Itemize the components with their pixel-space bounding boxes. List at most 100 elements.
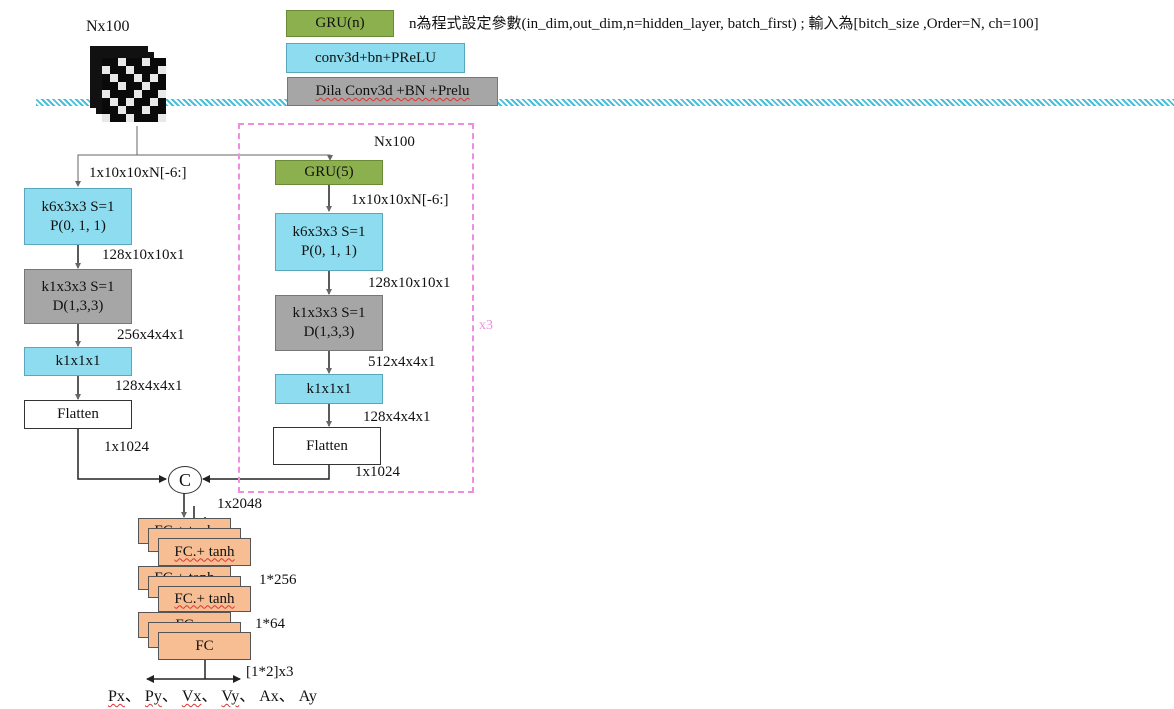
right-conv1-line1: k6x3x3 S=1 bbox=[292, 224, 366, 240]
input-pixel bbox=[126, 98, 134, 106]
fc3-front-label: FC bbox=[195, 637, 214, 654]
input-pixel bbox=[158, 74, 166, 82]
right-conv1-line2: P(0, 1, 1) bbox=[301, 243, 357, 259]
input-pixel bbox=[110, 114, 118, 122]
output-sep-4: 、 bbox=[239, 688, 256, 705]
input-pixel bbox=[102, 90, 110, 98]
input-pixel bbox=[134, 74, 142, 82]
output-vy: Vy bbox=[221, 688, 240, 705]
legend-conv-label: conv3d+bn+PReLU bbox=[314, 49, 437, 66]
input-pixel bbox=[102, 98, 110, 106]
fc3-front-layer: FC bbox=[158, 632, 251, 660]
input-pixel bbox=[142, 66, 150, 74]
input-pixel bbox=[118, 114, 126, 122]
output-sep-1: 、 bbox=[124, 688, 141, 705]
left-in-shape: 1x10x10xN[-6:] bbox=[89, 165, 187, 181]
input-pixel bbox=[150, 82, 158, 90]
input-pixel bbox=[134, 58, 142, 66]
input-pixel bbox=[134, 82, 142, 90]
left-flatten-label: Flatten bbox=[57, 406, 99, 422]
input-pixel bbox=[118, 106, 126, 114]
left-conv2-block: k1x1x1 bbox=[24, 347, 132, 376]
left-conv1-line1: k6x3x3 S=1 bbox=[41, 198, 115, 215]
input-pixel bbox=[126, 114, 134, 122]
fc1-front-layer: FC.+ tanh bbox=[158, 538, 251, 566]
concat-label: C bbox=[178, 469, 191, 490]
input-pixel bbox=[142, 82, 150, 90]
repeat-count: x3 bbox=[479, 318, 493, 333]
right-dila1-line1: k1x3x3 S=1 bbox=[292, 305, 366, 321]
legend-dila: Dila Conv3d +BN +Prelu bbox=[287, 77, 498, 106]
input-pixel bbox=[102, 82, 110, 90]
output-sep-5: 、 bbox=[278, 688, 295, 705]
left-dila1-block: k1x3x3 S=1 D(1,3,3) bbox=[24, 269, 132, 324]
input-pixel-grid bbox=[102, 58, 166, 122]
right-dila1-line2: D(1,3,3) bbox=[303, 324, 355, 340]
right-shape3: 128x4x4x1 bbox=[363, 409, 431, 425]
right-conv2-block: k1x1x1 bbox=[275, 374, 383, 404]
input-pixel bbox=[102, 74, 110, 82]
input-pixel bbox=[110, 82, 118, 90]
input-pixel bbox=[134, 106, 142, 114]
right-in-shape: 1x10x10xN[-6:] bbox=[351, 192, 449, 208]
input-pixel bbox=[126, 106, 134, 114]
input-pixel bbox=[158, 58, 166, 66]
input-pixel bbox=[118, 74, 126, 82]
input-pixel bbox=[118, 58, 126, 66]
legend-conv: conv3d+bn+PReLU bbox=[286, 43, 465, 73]
input-pixel bbox=[126, 90, 134, 98]
fc2-front-label: FC.+ tanh bbox=[174, 590, 235, 607]
input-pixel bbox=[110, 98, 118, 106]
input-pixel bbox=[158, 114, 166, 122]
input-pixel bbox=[158, 90, 166, 98]
hatched-divider bbox=[36, 99, 1174, 106]
input-pixel bbox=[158, 66, 166, 74]
right-input-label: Nx100 bbox=[374, 134, 415, 150]
fc2-shape: 1*64 bbox=[255, 616, 285, 632]
right-flatten-label: Flatten bbox=[306, 437, 348, 454]
input-pixel bbox=[102, 114, 110, 122]
input-pixel bbox=[150, 114, 158, 122]
left-shape2: 256x4x4x1 bbox=[117, 327, 185, 343]
input-pixel bbox=[150, 98, 158, 106]
input-pixel bbox=[126, 58, 134, 66]
left-conv1-block: k6x3x3 S=1 P(0, 1, 1) bbox=[24, 188, 132, 245]
input-pixel bbox=[142, 98, 150, 106]
right-shape2: 512x4x4x1 bbox=[368, 354, 436, 370]
concat-shape: 1x2048 bbox=[217, 496, 262, 512]
left-conv2-label: k1x1x1 bbox=[55, 353, 101, 369]
input-pixel bbox=[118, 66, 126, 74]
left-flatten-block: Flatten bbox=[24, 400, 132, 429]
input-pixel bbox=[118, 90, 126, 98]
output-ay: Ay bbox=[298, 688, 317, 705]
right-conv2-label: k1x1x1 bbox=[306, 380, 352, 397]
left-dila1-line2: D(1,3,3) bbox=[52, 297, 104, 314]
fc1-shape: 1*256 bbox=[259, 572, 297, 588]
input-pixel bbox=[134, 98, 142, 106]
input-pixel bbox=[158, 106, 166, 114]
input-label: Nx100 bbox=[86, 18, 130, 35]
input-pixel bbox=[150, 66, 158, 74]
input-pixel bbox=[150, 58, 158, 66]
left-dila1-line1: k1x3x3 S=1 bbox=[41, 278, 115, 295]
input-pixel bbox=[134, 90, 142, 98]
input-pixel bbox=[102, 58, 110, 66]
input-pixel bbox=[110, 106, 118, 114]
input-pixel bbox=[110, 90, 118, 98]
input-pixel bbox=[126, 66, 134, 74]
left-out-shape: 1x1024 bbox=[104, 439, 149, 455]
output-px: Px bbox=[108, 688, 125, 705]
input-pixel bbox=[110, 58, 118, 66]
right-shape1: 128x10x10x1 bbox=[368, 275, 451, 291]
input-pixel bbox=[158, 82, 166, 90]
concat-node: C bbox=[168, 466, 202, 494]
legend-gru: GRU(n) bbox=[286, 10, 394, 37]
right-flatten-block: Flatten bbox=[273, 427, 381, 465]
input-pixel bbox=[134, 66, 142, 74]
input-pixel bbox=[150, 106, 158, 114]
input-pixel bbox=[134, 114, 142, 122]
output-vx: Vx bbox=[181, 688, 202, 705]
left-shape1: 128x10x10x1 bbox=[102, 247, 185, 263]
input-pixel bbox=[126, 74, 134, 82]
output-ax: Ax bbox=[259, 688, 279, 705]
